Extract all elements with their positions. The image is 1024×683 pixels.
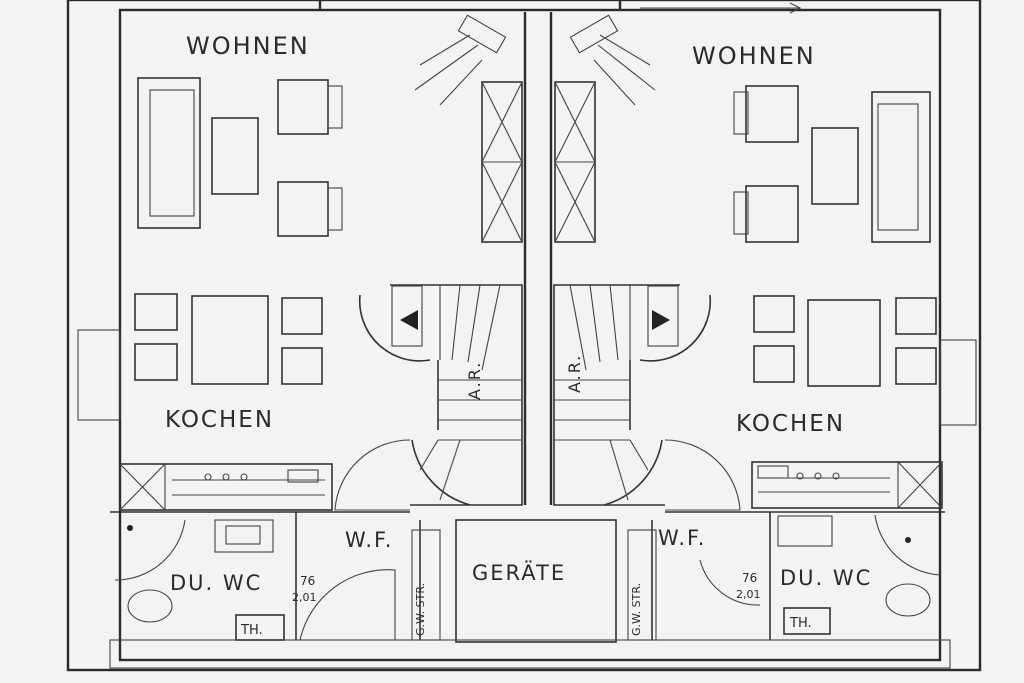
kitchen-counter-right (751, 461, 943, 509)
central-wall (523, 12, 553, 505)
stair-label-right: A.R. (565, 354, 584, 393)
room-label-kochen-left: KOCHEN (165, 407, 274, 433)
dim-label-left-top: 76 (300, 574, 315, 588)
bathroom-fixtures-left (127, 519, 285, 641)
dining-set-right (753, 295, 937, 387)
living-furniture-left (137, 77, 343, 237)
dim-label-right-bottom: 2,01 (736, 588, 761, 601)
staircase-right (553, 284, 712, 506)
stair-label-left: A.R. (465, 361, 484, 400)
room-label-bath-left: DU. WC (170, 571, 262, 595)
light-ray-marks (414, 14, 656, 106)
room-label-wohnen-right: WOHNEN (692, 42, 816, 70)
kitchen-counter-left (119, 463, 333, 511)
th-label-right: TH. (789, 616, 812, 631)
room-label-geraete: GERÄTE (472, 560, 566, 585)
dim-label-left-bottom: 2,01 (292, 591, 317, 604)
lower-walls (109, 511, 951, 669)
living-furniture-right (733, 85, 931, 243)
dining-set-left (134, 293, 323, 385)
gw-label-left: G.W. STR. (414, 583, 427, 636)
staircase-left (358, 284, 523, 506)
room-label-wohnen-left: WOHNEN (186, 32, 310, 60)
dim-label-right-top: 76 (742, 571, 757, 585)
room-label-wf-left: W.F. (345, 528, 393, 552)
room-label-kochen-right: KOCHEN (736, 411, 845, 437)
storage-cupboards (481, 81, 596, 243)
th-label-left: TH. (240, 623, 263, 638)
bathroom-fixtures-right (777, 515, 931, 635)
gw-label-right: G.W. STR. (630, 583, 643, 636)
door-swings (114, 439, 941, 641)
room-label-bath-right: DU. WC (780, 566, 872, 590)
room-label-wf-right: W.F. (658, 526, 706, 550)
outer-walls (66, 0, 982, 672)
